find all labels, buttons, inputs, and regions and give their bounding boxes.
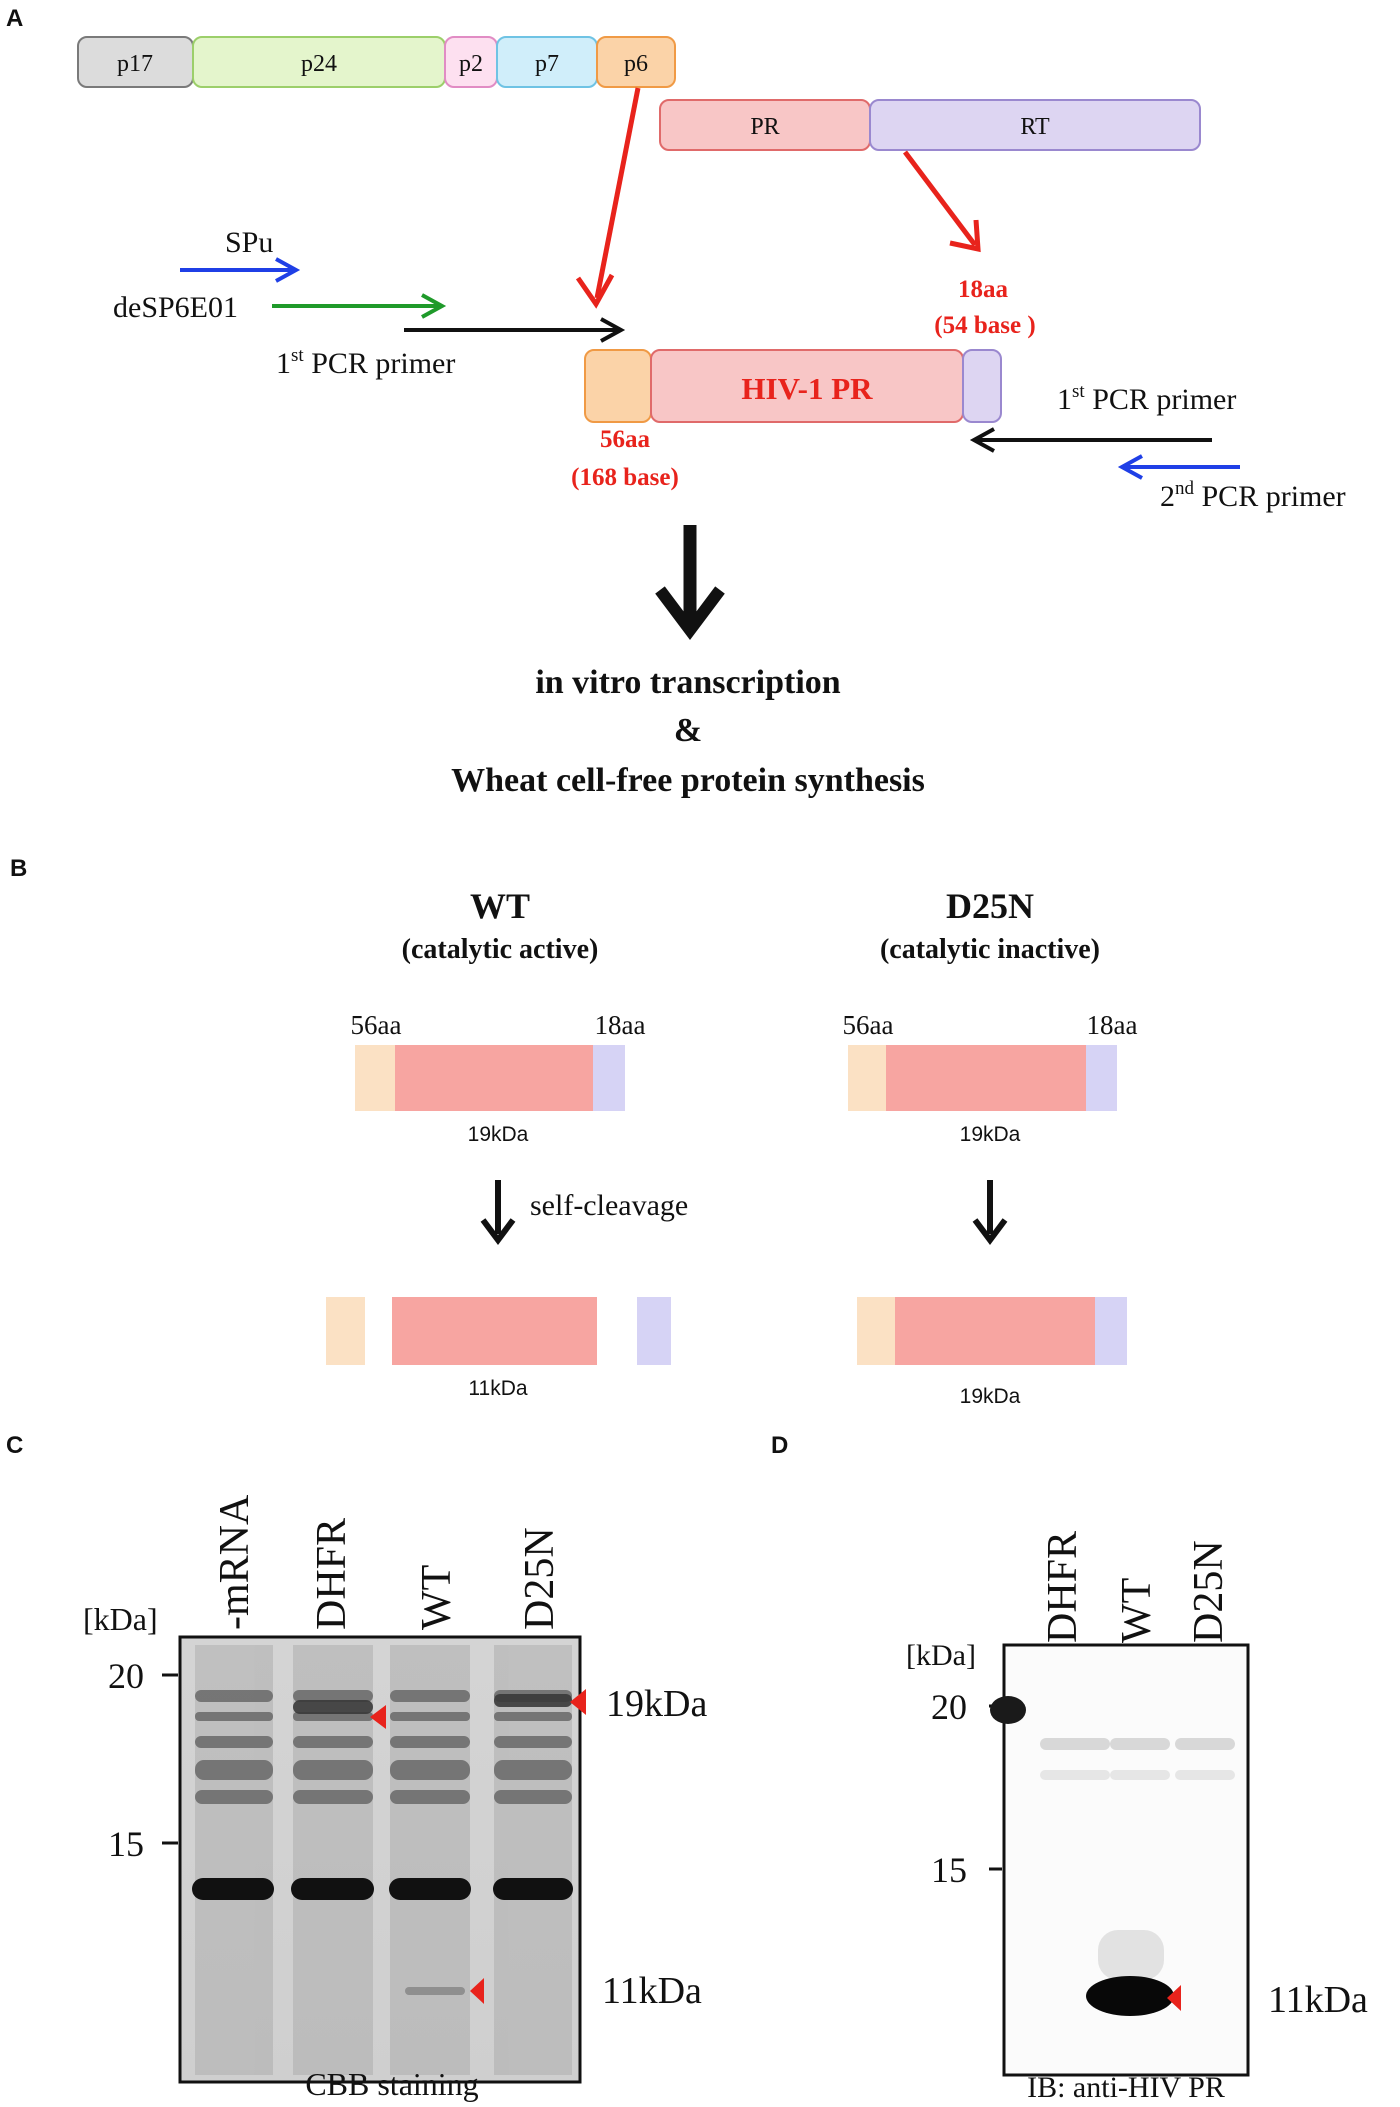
d25n-full-protein <box>848 1045 1117 1111</box>
second-pcr-arrowhead <box>1117 454 1143 480</box>
rt-arrowhead <box>949 219 981 253</box>
wt-subtitle: (catalytic active) <box>402 934 599 965</box>
first-pcr-right-sup: st <box>1072 381 1085 402</box>
rt-to-construct-arrow <box>903 150 977 247</box>
wt-left-aa: 56aa <box>351 1010 402 1040</box>
n-term-base: (168 base) <box>571 464 679 491</box>
step-transcription: in vitro transcription <box>535 664 840 701</box>
d25n-product <box>857 1297 1127 1365</box>
d25n-subtitle: (catalytic inactive) <box>880 934 1100 965</box>
gel-c-marker-15: 15 <box>108 1824 144 1864</box>
gel-d-lane-wt: WT <box>1114 1578 1160 1643</box>
first-pcr-left-label: 1st PCR primer <box>276 345 455 380</box>
second-pcr-label: 2nd PCR primer <box>1160 478 1346 513</box>
seg-rt: RT <box>1020 114 1050 140</box>
gel-c-unit: [kDa] <box>83 1601 158 1637</box>
first-pcr-left-rest: PCR primer <box>304 347 456 380</box>
d25n-right-aa: 18aa <box>1087 1010 1138 1040</box>
gel-d-image <box>990 1643 1250 2077</box>
gel-d-lane-dhfr: DHFR <box>1040 1531 1086 1643</box>
gel-d-marker-20: 20 <box>931 1687 967 1727</box>
gel-d-marker-15: 15 <box>931 1850 967 1890</box>
n-term-aa: 56aa <box>600 426 651 453</box>
second-pcr-rest: PCR primer <box>1194 480 1346 513</box>
gel-d-lane-d25n: D25N <box>1186 1540 1232 1643</box>
gel-c-lane-mrna: -mRNA <box>212 1494 258 1630</box>
seg-p7: p7 <box>535 51 559 77</box>
gel-d-band-11: 11kDa <box>1268 1979 1368 2021</box>
p6-arrowhead <box>575 273 615 309</box>
second-pcr-num: 2 <box>1160 480 1175 513</box>
first-pcr-right-num: 1 <box>1057 383 1072 416</box>
first-pcr-right-arrowhead <box>969 427 995 453</box>
c-term-aa: 18aa <box>958 276 1009 303</box>
wt-product-size: 11kDa <box>468 1377 527 1400</box>
gel-c-caption: CBB staining <box>305 2066 478 2102</box>
step-synthesis: Wheat cell-free protein synthesis <box>451 762 925 799</box>
d25n-left-aa: 56aa <box>843 1010 894 1040</box>
wt-cleaved-products <box>326 1297 671 1365</box>
first-pcr-left-num: 1 <box>276 347 291 380</box>
seg-pr: PR <box>750 114 779 140</box>
wt-arrow-label: self-cleavage <box>530 1189 688 1222</box>
gel-c-lane-d25n: D25N <box>517 1527 563 1630</box>
construct-label: HIV-1 PR <box>741 371 873 406</box>
desp-label: deSP6E01 <box>113 291 238 324</box>
panel-letter-d: D <box>771 1432 788 1459</box>
wt-title: WT <box>470 886 530 926</box>
d25n-arrowhead <box>972 1218 1008 1245</box>
wt-right-aa: 18aa <box>595 1010 646 1040</box>
gel-c-band-11: 11kDa <box>602 1970 702 2012</box>
first-pcr-right-label: 1st PCR primer <box>1057 381 1236 416</box>
first-pcr-left-arrowhead <box>600 317 626 343</box>
d25n-full-size: 19kDa <box>960 1123 1021 1146</box>
seg-p24: p24 <box>301 51 337 77</box>
seg-p2: p2 <box>459 51 483 77</box>
wt-full-size: 19kDa <box>468 1123 529 1146</box>
spu-label: SPu <box>225 226 273 259</box>
desp-arrowhead <box>421 293 447 319</box>
d25n-title: D25N <box>946 886 1034 926</box>
gel-d-unit: [kDa] <box>906 1639 976 1672</box>
seg-p17: p17 <box>117 51 153 77</box>
second-pcr-sup: nd <box>1175 478 1195 499</box>
seg-p6: p6 <box>624 51 648 77</box>
d25n-product-size: 19kDa <box>960 1385 1021 1408</box>
gag-bar: p17 p24 p2 p7 p6 <box>77 36 676 88</box>
pr-construct: HIV-1 PR <box>584 349 1002 423</box>
wt-full-protein <box>355 1045 625 1111</box>
p6-to-construct-arrow <box>594 87 641 299</box>
first-pcr-left-sup: st <box>291 345 304 366</box>
gel-c-lane-dhfr: DHFR <box>309 1518 355 1630</box>
gel-d-caption: IB: anti-HIV PR <box>1027 2071 1225 2102</box>
step-ampersand: & <box>674 712 702 749</box>
gel-c-image <box>178 1635 586 2084</box>
c-term-base: (54 base ) <box>934 312 1035 339</box>
spu-arrowhead <box>275 257 301 283</box>
pol-bar: PR RT <box>659 99 1201 151</box>
gel-c-band-19: 19kDa <box>606 1683 707 1725</box>
wt-cleavage-arrowhead <box>480 1218 516 1245</box>
gel-c-lane-wt: WT <box>414 1565 460 1630</box>
big-down-arrowhead <box>655 586 725 640</box>
gel-c-marker-20: 20 <box>108 1656 144 1696</box>
panel-letter-b: B <box>10 855 27 882</box>
panel-letter-c: C <box>6 1432 23 1459</box>
first-pcr-right-rest: PCR primer <box>1085 383 1237 416</box>
panel-letter-a: A <box>6 5 23 32</box>
